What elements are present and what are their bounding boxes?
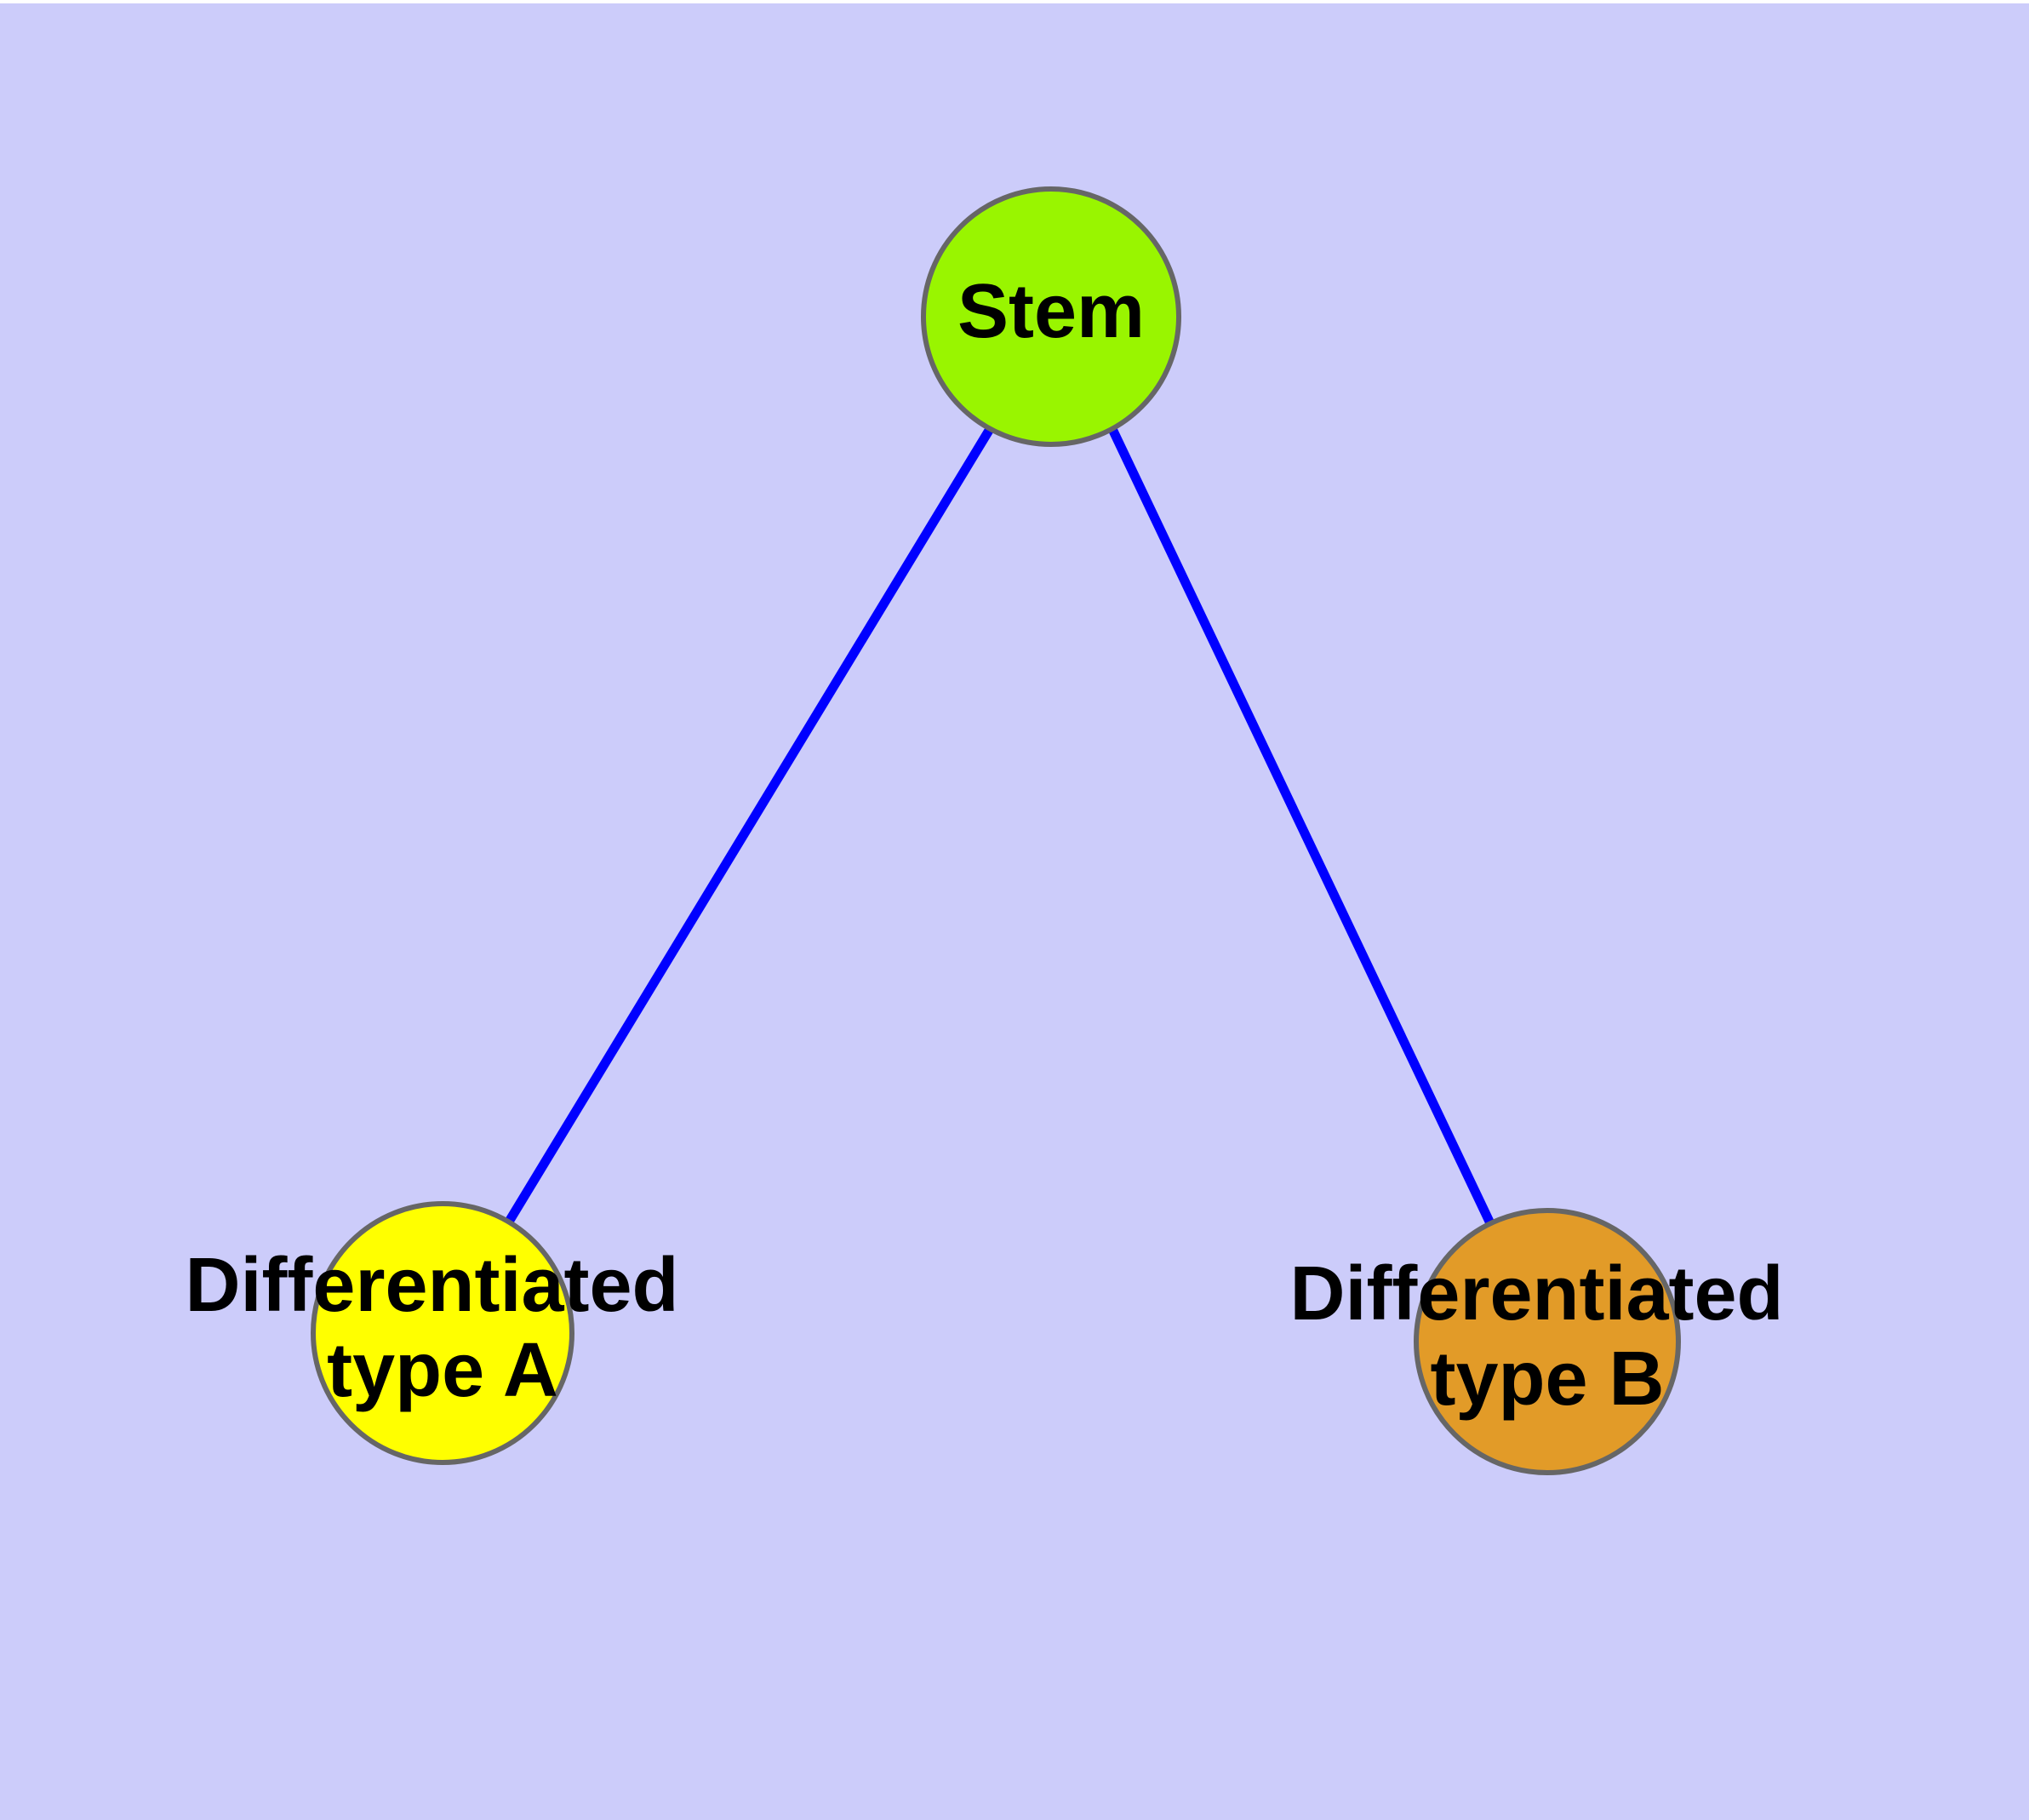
nodes-group: Stem Differentiated type A Differentiate… [185, 186, 1804, 1475]
edge-stem-to-differentiated-type-b[interactable] [1108, 426, 1495, 1226]
node-differentiated-type-a[interactable]: Differentiated type A [185, 1201, 700, 1465]
edges-group [505, 426, 1495, 1226]
node-differentiated-type-a-label-line-2: type A [327, 1328, 558, 1413]
node-differentiated-type-b-label-line-2: type B [1430, 1336, 1664, 1422]
node-differentiated-type-a-label: Differentiated type A [185, 1243, 700, 1413]
node-stem[interactable]: Stem [921, 186, 1181, 447]
node-stem-label: Stem [957, 269, 1145, 354]
node-differentiated-type-a-label-line-1: Differentiated [185, 1243, 678, 1328]
node-differentiated-type-b[interactable]: Differentiated type B [1289, 1208, 1804, 1475]
edge-stem-to-differentiated-type-a[interactable] [505, 426, 994, 1224]
node-differentiated-type-b-label-line-1: Differentiated [1289, 1251, 1783, 1336]
node-differentiated-type-b-label: Differentiated type B [1289, 1251, 1804, 1422]
node-stem-label-line-1: Stem [957, 269, 1145, 354]
node-differentiated-type-b-circle[interactable] [1414, 1208, 1681, 1475]
node-differentiated-type-a-circle[interactable] [311, 1201, 574, 1465]
node-stem-circle[interactable] [921, 186, 1181, 447]
